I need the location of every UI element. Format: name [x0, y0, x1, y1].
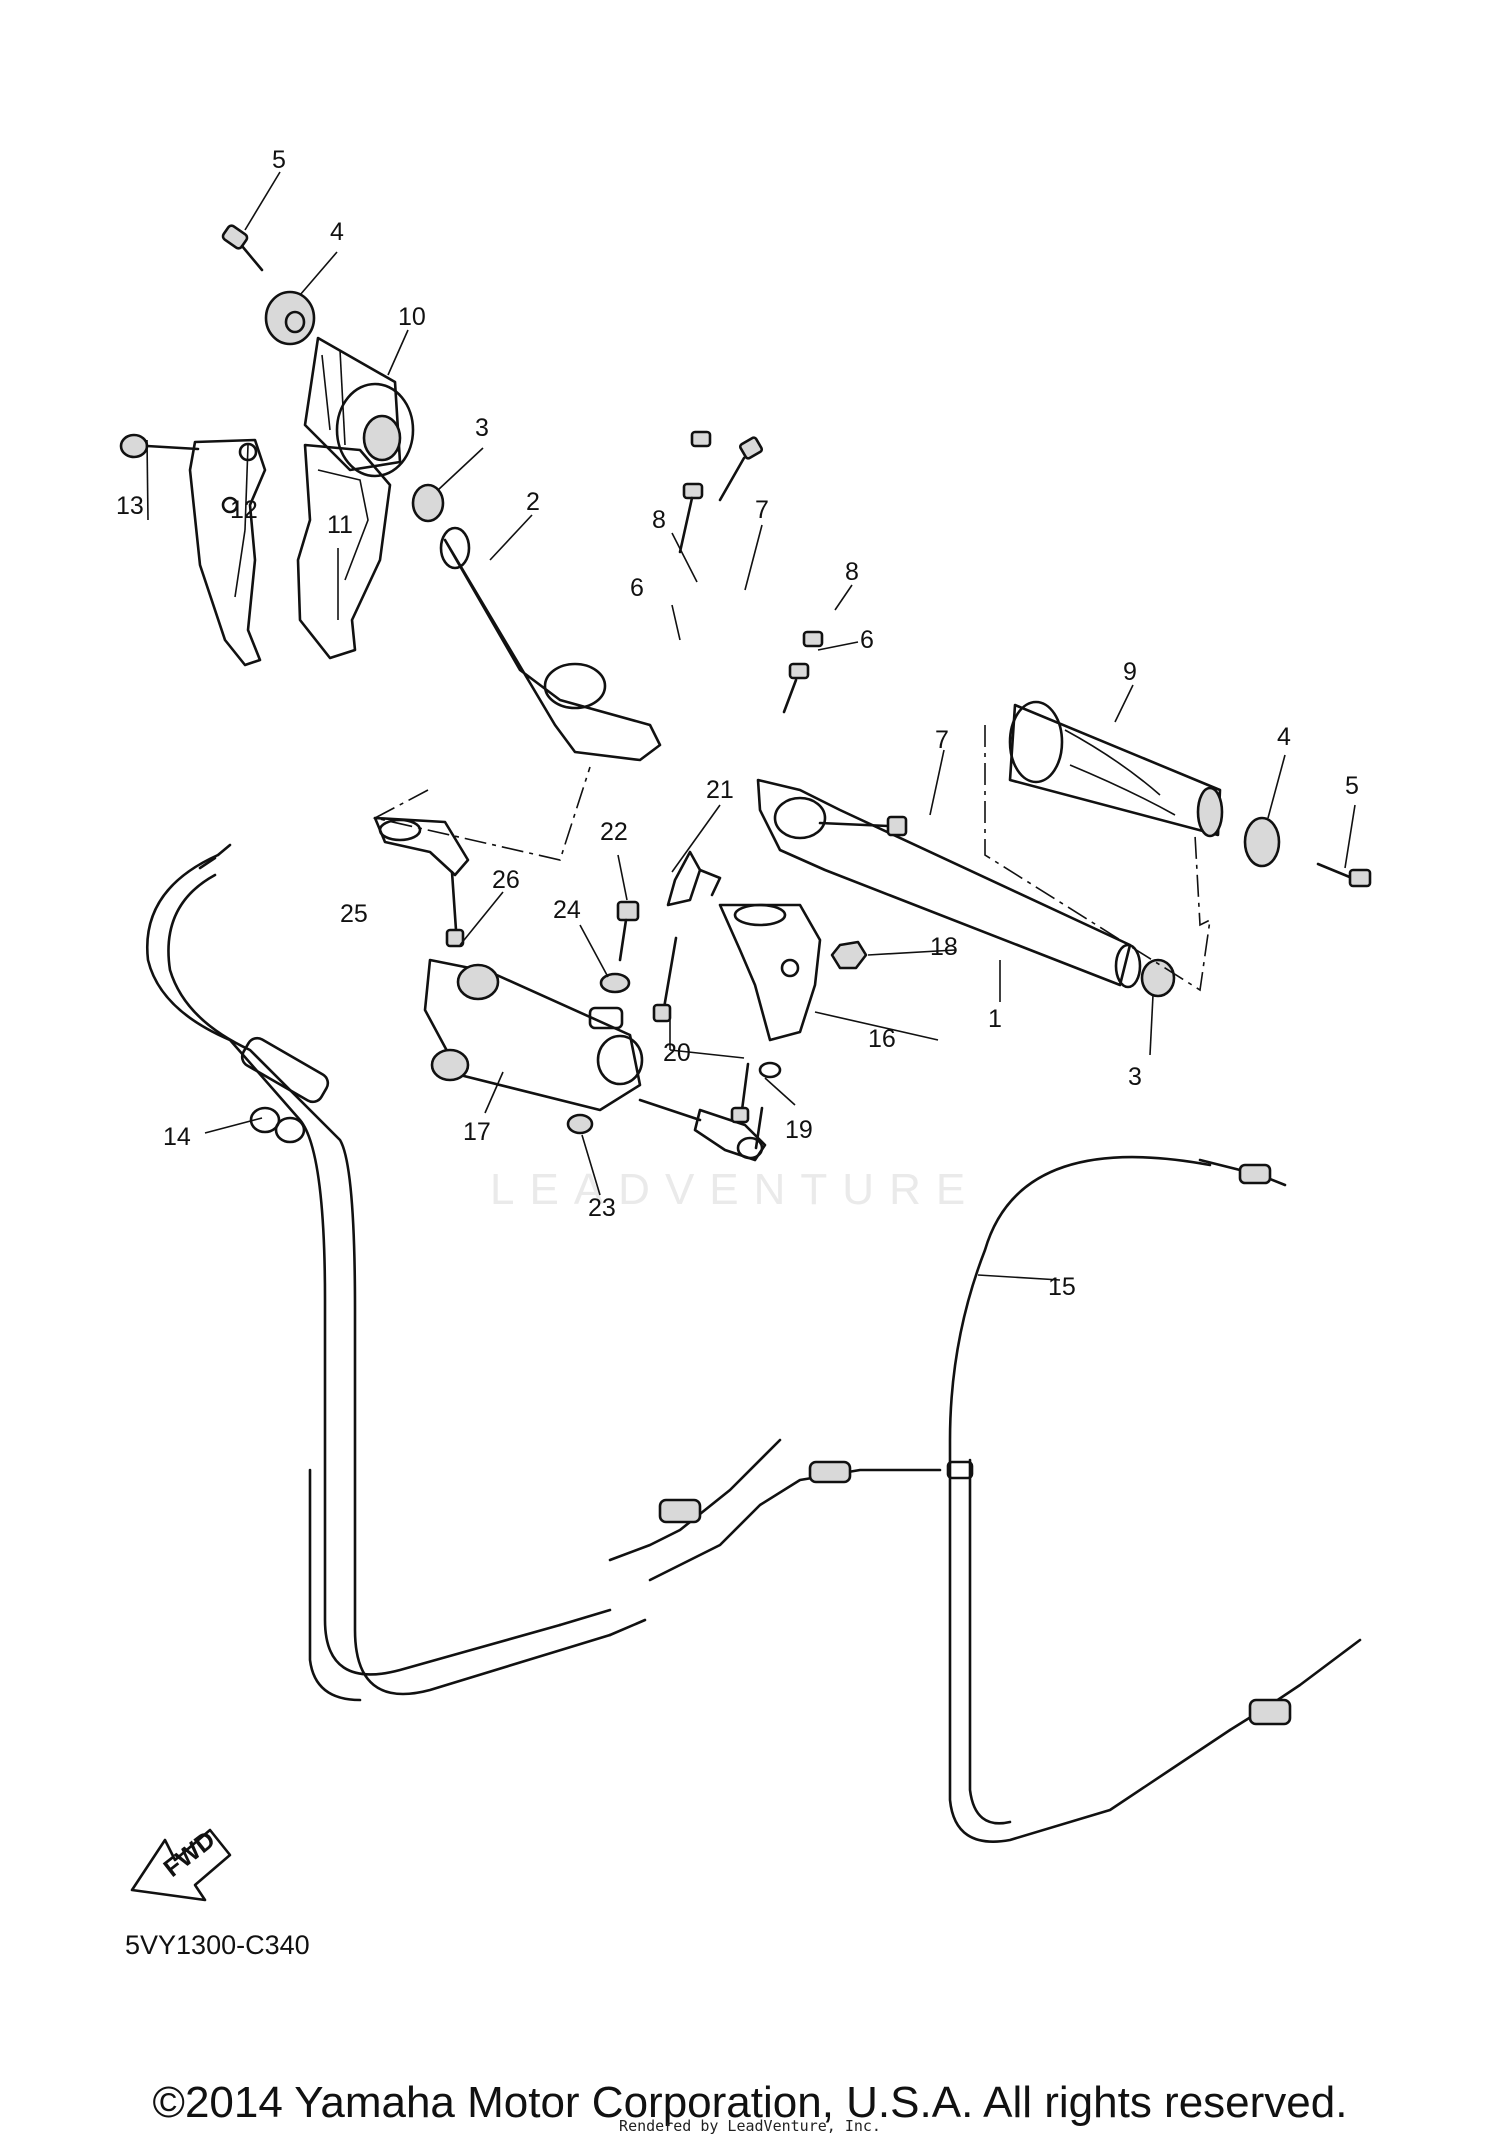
part-throttle-cables-14[interactable] — [145, 843, 942, 1702]
part-switch-cover-11[interactable] — [296, 443, 392, 660]
callout-12: 12 — [230, 496, 258, 524]
part-bolt-13[interactable] — [119, 433, 200, 459]
callout-18: 18 — [930, 933, 958, 961]
callout-6b: 6 — [860, 626, 874, 654]
copyright-notice: ©2014 Yamaha Motor Corporation, U.S.A. A… — [152, 2078, 1348, 2127]
part-grip-9[interactable] — [1008, 700, 1224, 838]
callout-5b: 5 — [1345, 772, 1359, 800]
part-collar-3-left[interactable] — [411, 483, 445, 523]
leader-lines — [146, 171, 1356, 1281]
callout-1: 1 — [988, 1005, 1002, 1033]
part-handlebar-2[interactable] — [439, 526, 662, 762]
part-handlebar-1[interactable] — [756, 778, 1142, 989]
part-collar-3-right[interactable] — [1140, 958, 1176, 998]
callout-25: 25 — [340, 900, 368, 928]
part-nut-18[interactable] — [830, 940, 868, 970]
callout-3: 3 — [475, 414, 489, 442]
callout-8: 8 — [652, 506, 666, 534]
callout-8b: 8 — [845, 558, 859, 586]
callout-24: 24 — [553, 896, 581, 924]
callout-9: 9 — [1123, 658, 1137, 686]
part-bolt-19[interactable] — [754, 1061, 782, 1150]
callout-17: 17 — [463, 1118, 491, 1146]
part-switch-cover-12[interactable] — [188, 438, 267, 667]
callout-15: 15 — [1048, 1273, 1076, 1301]
callout-7: 7 — [755, 496, 769, 524]
callout-20: 20 — [663, 1039, 691, 1067]
part-weight-4-left[interactable] — [264, 290, 316, 346]
part-bolt-22[interactable] — [616, 900, 640, 962]
part-clutch-cable-15[interactable] — [946, 1155, 1362, 1843]
callout-11: 11 — [327, 511, 353, 539]
callout-4b: 4 — [1277, 723, 1291, 751]
part-bracket-21[interactable] — [666, 850, 722, 907]
callout-14: 14 — [163, 1123, 191, 1151]
callout-2: 2 — [526, 488, 540, 516]
group-box-right — [984, 725, 1212, 992]
part-bolts-6-8-right[interactable] — [782, 630, 824, 714]
callout-6: 6 — [630, 574, 644, 602]
part-steering-damper-17[interactable] — [423, 958, 767, 1162]
callout-21: 21 — [706, 776, 734, 804]
part-bracket-25[interactable] — [373, 816, 470, 877]
callout-10: 10 — [398, 303, 426, 331]
callout-26: 26 — [492, 866, 520, 894]
callout-3b: 3 — [1128, 1063, 1142, 1091]
part-throttle-grip-10[interactable] — [303, 336, 415, 478]
part-clamp-16[interactable] — [718, 903, 822, 1042]
group-box-left — [372, 766, 591, 861]
part-washer-24[interactable] — [599, 972, 631, 994]
callout-7b: 7 — [935, 726, 949, 754]
part-bolt-26[interactable] — [445, 870, 465, 948]
callout-23: 23 — [588, 1194, 616, 1222]
render-credit: Rendered by LeadVenture, Inc. — [619, 2117, 881, 2135]
callout-13: 13 — [116, 492, 144, 520]
watermark-text: LEADVENTURE — [490, 1165, 981, 1214]
part-bolt-20[interactable] — [652, 936, 750, 1124]
part-bolt-5-right[interactable] — [1316, 862, 1372, 888]
callout-19: 19 — [785, 1116, 813, 1144]
diagram-code: 5VY1300-C340 — [125, 1930, 310, 1960]
part-bolts-6-7-8-center[interactable] — [678, 430, 763, 554]
fwd-label: FWD — [158, 1826, 220, 1883]
callout-numbers: 5 4 10 3 13 12 11 2 8 7 6 8 6 9 4 5 21 7… — [116, 146, 1359, 1301]
callout-5: 5 — [272, 146, 286, 174]
fwd-arrow-icon: FWD — [130, 1826, 232, 1902]
part-washer-23[interactable] — [566, 1113, 594, 1135]
callout-16: 16 — [868, 1025, 896, 1053]
callout-22: 22 — [600, 818, 628, 846]
part-bolt-5-left[interactable] — [221, 224, 264, 272]
callout-4: 4 — [330, 218, 344, 246]
part-weight-4-right[interactable] — [1243, 816, 1281, 868]
